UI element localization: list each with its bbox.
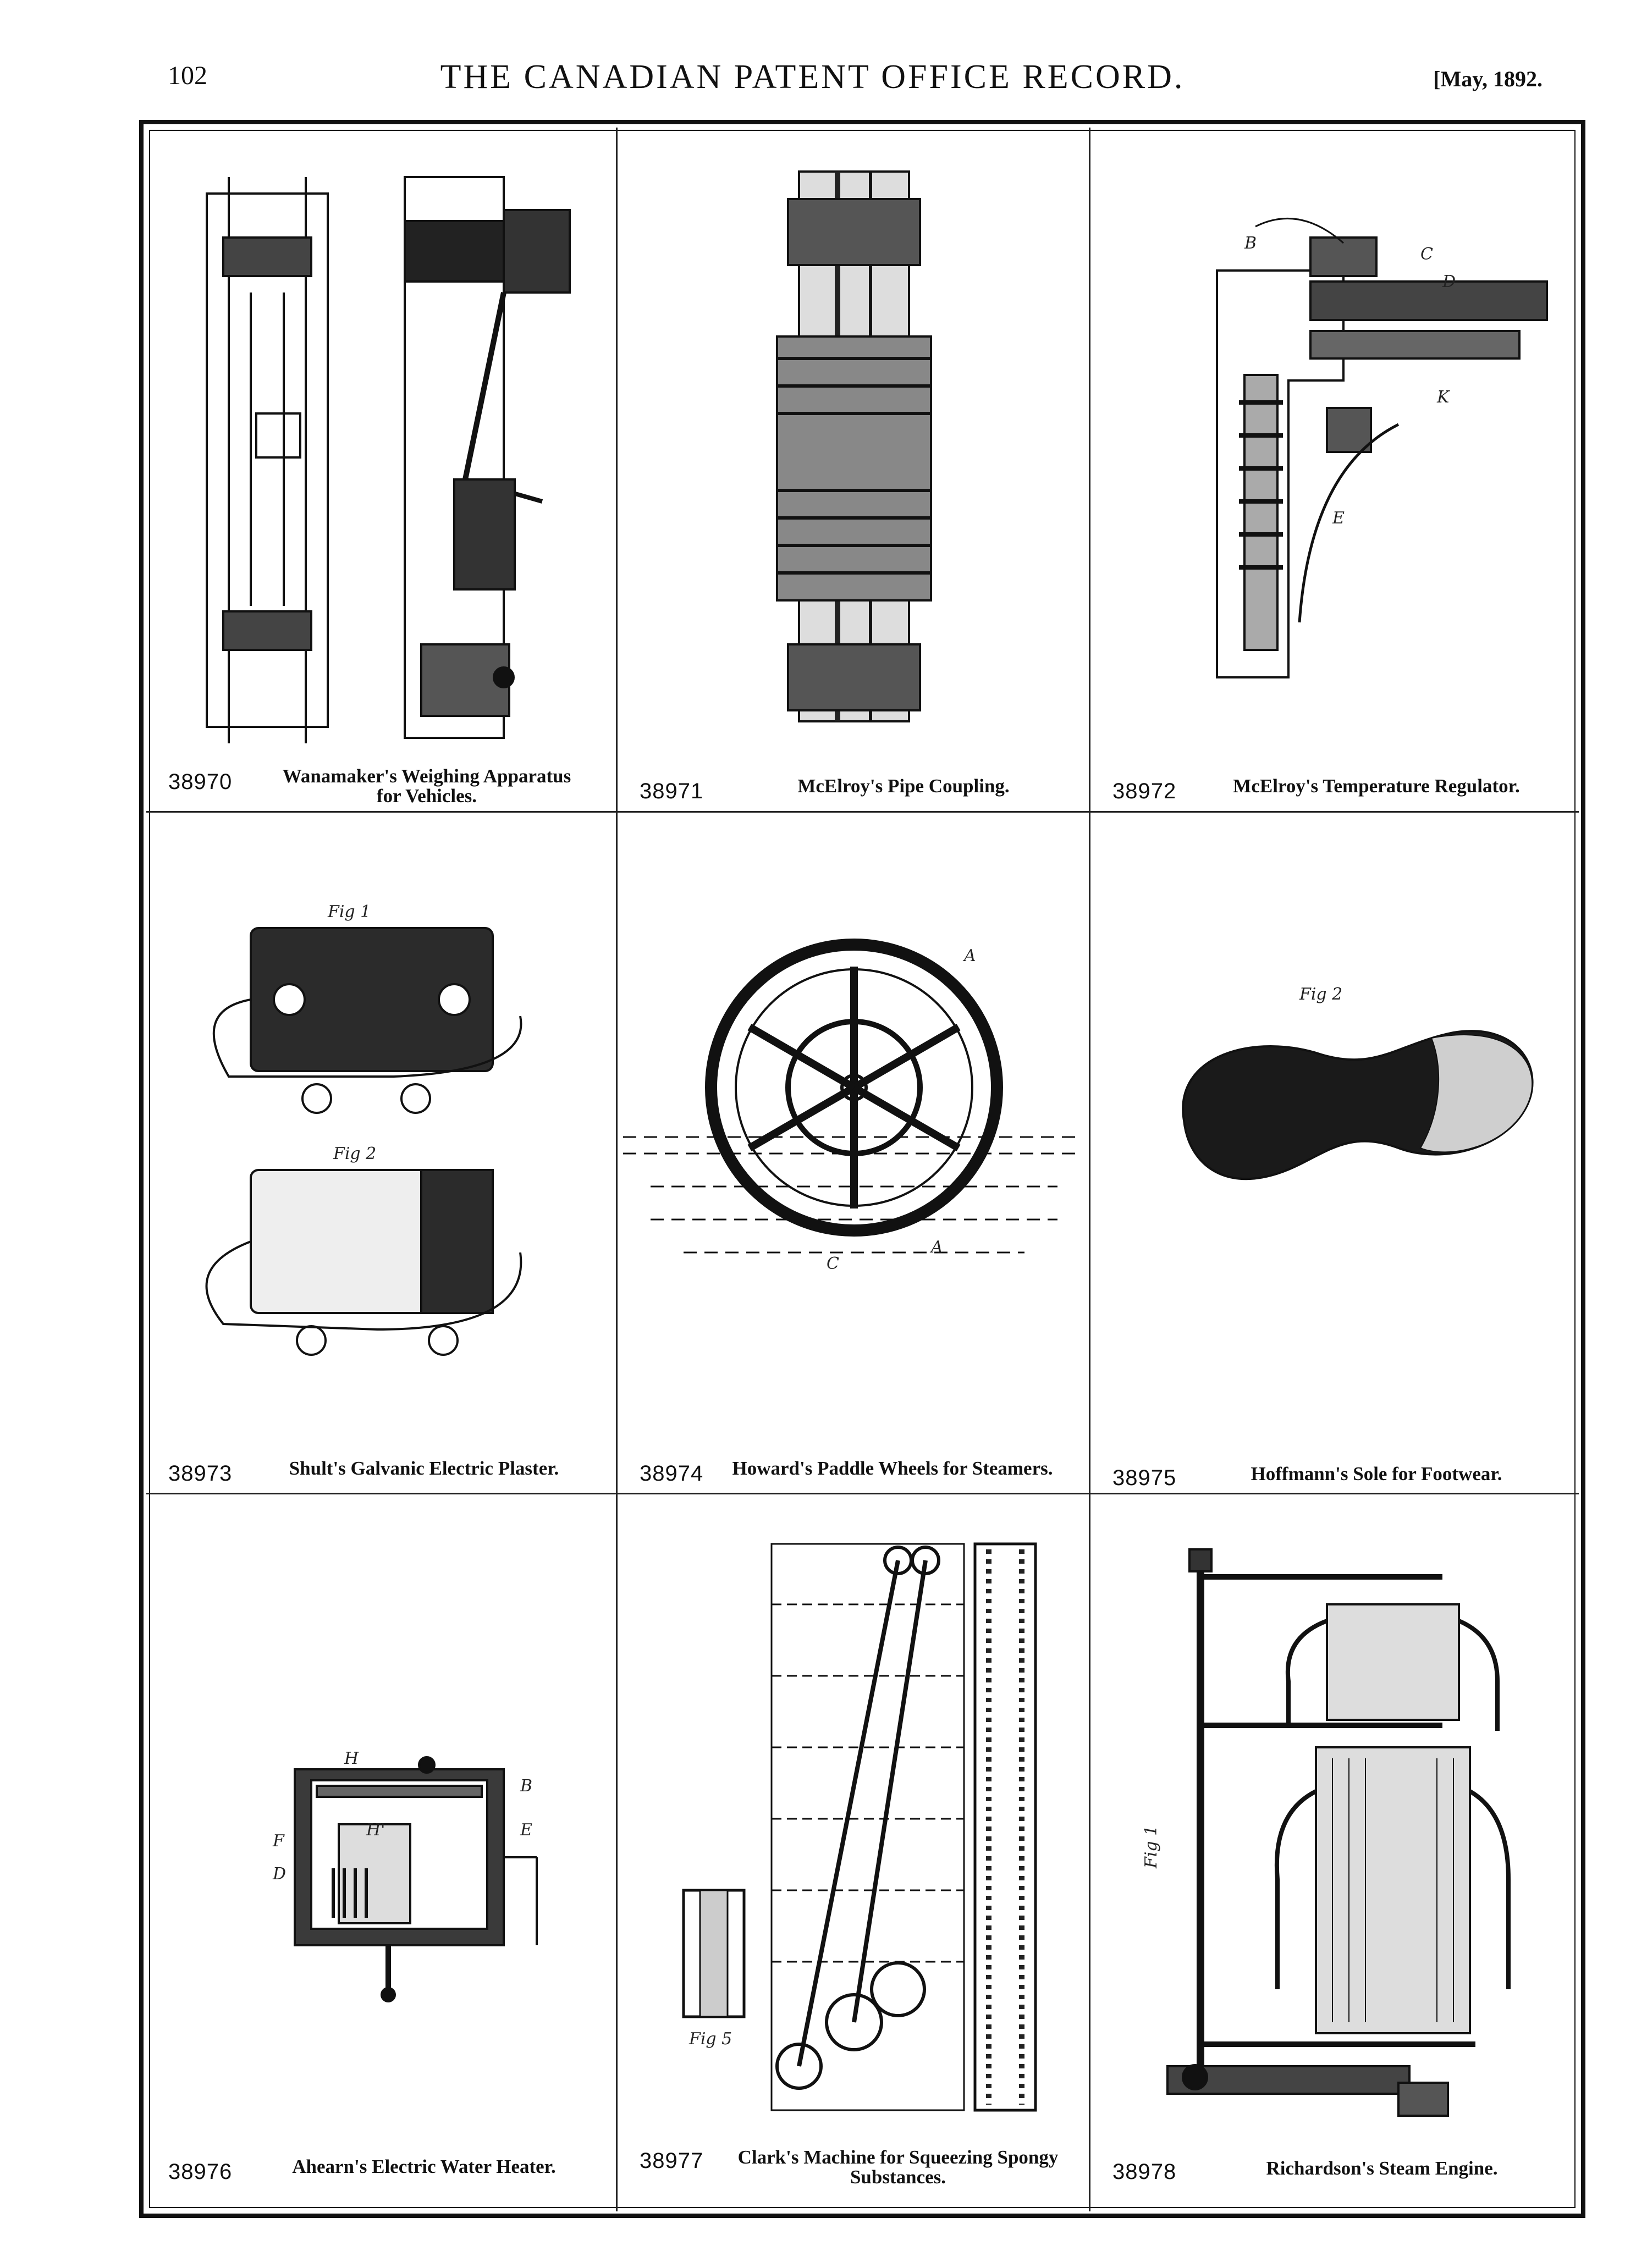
plate-frame [139, 120, 1585, 2218]
page-header: 102 THE CANADIAN PATENT OFFICE RECORD. [… [0, 0, 1625, 110]
temperature-regulator-drawing: B C D K E [1216, 217, 1548, 678]
fig-label-e: E [520, 1820, 532, 1840]
fig-label-fig2: Fig 2 [333, 1144, 376, 1163]
weighing-apparatus-drawing [206, 176, 571, 743]
pipe-coupling-drawing [776, 170, 932, 722]
fig-label-c: C [1420, 245, 1433, 264]
patent-number: 38972 [1112, 779, 1177, 803]
fig-label-fig2-sole: Fig 2 [1299, 985, 1342, 1004]
paddle-wheel-drawing: A C A [623, 939, 1079, 1273]
patent-title: McElroy's Temperature Regulator. [1233, 775, 1520, 797]
patent-title: Howard's Paddle Wheels for Steamers. [732, 1458, 1053, 1479]
patent-number: 38974 [640, 1461, 704, 1486]
fig-label-a: A [962, 946, 976, 965]
patent-number: 38975 [1112, 1466, 1177, 1490]
patent-number: 38977 [640, 2149, 704, 2173]
patent-cell-38970: 38970 Wanamaker's Weighing Apparatus for… [146, 128, 616, 811]
patent-number: 38970 [168, 770, 233, 794]
patent-number: 38978 [1112, 2160, 1177, 2184]
fig-label-h-prime: H' [366, 1820, 385, 1840]
patent-title: Wanamaker's Weighing Apparatus for Vehic… [240, 766, 614, 806]
patent-number: 38971 [640, 779, 704, 803]
fig-label-k: K [1436, 388, 1450, 407]
patent-cell-38974: A C A 38974 Howard's Paddle Wheels for S… [618, 813, 1089, 1493]
fig-label-d: D [1442, 272, 1456, 291]
patent-cell-38971: 38971 McElroy's Pipe Coupling. [618, 128, 1089, 811]
patent-title: Ahearn's Electric Water Heater. [292, 2156, 556, 2177]
fig-label-fig5: Fig 5 [688, 2029, 732, 2049]
grid-divider-v2 [1089, 128, 1090, 2211]
footwear-sole-drawing: Fig 2 [1182, 985, 1534, 1180]
patent-title: Clark's Machine for Squeezing Spongy Sub… [706, 2148, 1090, 2187]
patent-cell-38975: Fig 2 38975 Hoffmann's Sole for Footwear… [1090, 813, 1579, 1493]
grid-divider-v1 [616, 128, 618, 2211]
patent-cell-38973: Fig 1 Fig 2 38973 Shult's Galvanic Elect… [146, 813, 616, 1493]
patent-title-line1: Wanamaker's Weighing Apparatus [282, 765, 571, 787]
patent-number: 38976 [168, 2160, 233, 2184]
patent-title-line2: Substances. [850, 2166, 946, 2188]
patent-cell-38978: Fig 1 38978 Richardson's Steam Engine. [1090, 1494, 1579, 2209]
patent-title-line1: Clark's Machine for Squeezing Spongy [737, 2146, 1059, 2168]
fig-label-fig1-engine: Fig 1 [1142, 1825, 1161, 1869]
grid-divider-h2 [146, 1493, 1579, 1494]
patent-title: McElroy's Pipe Coupling. [797, 775, 1010, 797]
patent-cell-38977: Fig 5 38977 Clark's Machine for Squeezin… [618, 1494, 1089, 2209]
water-heater-drawing: H H' B F D E [272, 1749, 538, 2002]
patent-number: 38973 [168, 1461, 233, 1486]
steam-engine-drawing: Fig 1 [1142, 1548, 1511, 2117]
fig-label-f: F [272, 1831, 285, 1851]
grid-divider-h1 [146, 811, 1579, 813]
galvanic-plaster-drawing: Fig 1 Fig 2 [205, 902, 522, 1356]
issue-date: [May, 1892. [1433, 67, 1543, 91]
patent-title: Shult's Galvanic Electric Plaster. [289, 1458, 559, 1479]
fig-label-e: E [1332, 509, 1345, 528]
squeezing-machine-drawing: Fig 5 [682, 1542, 1037, 2112]
fig-label-h: H [344, 1749, 359, 1768]
fig-label-d: D [272, 1864, 286, 1884]
fig-label-a-lower: A [929, 1238, 943, 1257]
plate-inner-border [149, 130, 1576, 2208]
fig-label-c-lower: C [827, 1254, 839, 1273]
patent-cell-38972: B C D K E 38972 McElroy's Temperature Re… [1090, 128, 1579, 811]
page-number: 102 [168, 61, 207, 90]
fig-label-b: B [520, 1776, 532, 1796]
journal-title: THE CANADIAN PATENT OFFICE RECORD. [440, 58, 1185, 96]
patent-title: Richardson's Steam Engine. [1266, 2157, 1498, 2179]
fig-label-b: B [1244, 234, 1257, 253]
patent-title-line2: for Vehicles. [376, 785, 477, 807]
fig-label-fig1: Fig 1 [327, 902, 371, 921]
patent-title: Hoffmann's Sole for Footwear. [1251, 1463, 1502, 1485]
patent-cell-38976: H H' B F D E 38976 Ahearn's Electric Wat… [146, 1494, 616, 2209]
